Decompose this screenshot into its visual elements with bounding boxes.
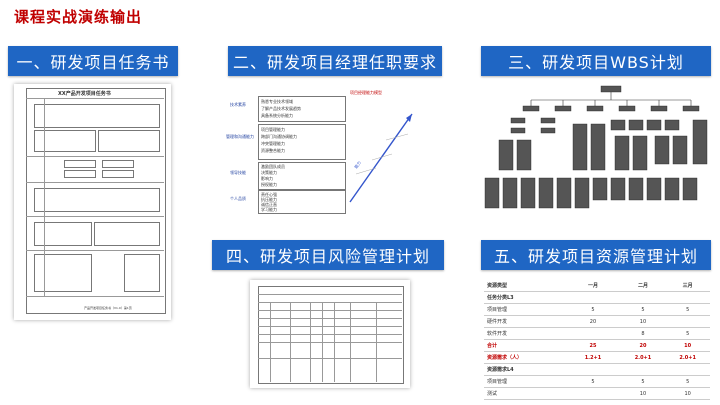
pm-growth-arrow-head — [406, 114, 412, 122]
pm-box-2: 项目管理能力 跨部门沟通协调能力 冲突管理能力 资源整合能力 — [258, 124, 346, 160]
resource-table-cell — [665, 363, 710, 376]
resource-table-cell: 资源需求（人） — [484, 351, 566, 364]
resource-table-cell: 质量 — [484, 399, 566, 400]
page-title: 课程实战演练输出 — [14, 8, 143, 26]
resource-table-cell — [565, 327, 621, 340]
resource-table-cell: 1.2+1 — [565, 351, 621, 364]
resource-table-row: 任务分类L3 — [484, 291, 710, 304]
resource-table-cell — [620, 291, 666, 304]
resource-table-cell: 10 — [620, 315, 666, 328]
resource-table-cell — [665, 315, 710, 328]
pm-growth-diagram — [349, 113, 413, 203]
resource-table-row: 质量51515 — [484, 399, 710, 400]
resource-table-cell: 10 — [620, 387, 666, 400]
resource-table-cell: 5 — [565, 399, 621, 400]
resource-table-cell: 2.0+1 — [620, 351, 666, 364]
resource-table-cell: 25 — [565, 339, 621, 352]
task-document-thumbnail: XX产品开发项目任务书 产品开发项目任务书（V1.0）第1页 — [14, 84, 171, 320]
resource-table-cell: 合计 — [484, 339, 566, 352]
section-banner-wbs: 三、研发项目WBS计划 — [481, 46, 711, 76]
resource-table-cell: 任务分类L3 — [484, 291, 566, 304]
resource-table-cell — [620, 363, 666, 376]
resource-table-cell: 软件开发 — [484, 327, 566, 340]
resource-table-cell: 5 — [665, 327, 710, 340]
resource-table-cell: 10 — [665, 339, 710, 352]
pm-category-4: 个人品质 — [230, 196, 246, 201]
task-doc-footer: 产品开发项目任务书（V1.0）第1页 — [84, 306, 132, 310]
pm-category-3: 领导技能 — [230, 170, 246, 175]
resource-table-row: 资源需求L4 — [484, 363, 710, 376]
section-banner-risk: 四、研发项目风险管理计划 — [212, 240, 444, 270]
task-doc-title: XX产品开发项目任务书 — [58, 91, 111, 97]
resource-table-cell: 2.0+1 — [665, 351, 710, 364]
pm-top-note: 项目经理能力模型 — [350, 90, 382, 95]
resource-table-cell: 硬件开发 — [484, 315, 566, 328]
pm-category-2: 管理和沟通能力 — [226, 134, 254, 139]
resource-table-cell — [665, 291, 710, 304]
pm-box-4: 责任心强 抗压能力 诚信正直 学习能力 — [258, 190, 346, 214]
resource-table-cell: 5 — [620, 303, 666, 316]
resource-table-cell: 资源需求L4 — [484, 363, 566, 376]
resource-table-cell — [565, 363, 621, 376]
resource-table-cell: 项目管理 — [484, 303, 566, 316]
pm-requirements-thumbnail: 技术素养 管理和沟通能力 领导技能 个人品质 熟悉专业技术领域 了解产品技术发展… — [222, 84, 442, 214]
resource-table-cell: 20 — [620, 339, 666, 352]
resource-table-cell: 5 — [565, 375, 621, 388]
resource-table-cell: 10 — [665, 387, 710, 400]
wbs-tree — [484, 85, 708, 209]
resource-table-cell — [565, 387, 621, 400]
resource-table-cell — [565, 291, 621, 304]
task-doc-frame — [26, 88, 166, 314]
section-banner-pm-requirements: 二、研发项目经理任职要求 — [228, 46, 442, 76]
resource-table-cell: 5 — [565, 303, 621, 316]
resource-table-cell: 15 — [665, 399, 710, 400]
risk-plan-thumbnail — [250, 280, 410, 388]
resource-table-header: 资源类型 一月 二月 三月 — [484, 280, 710, 292]
resource-table-cell: 20 — [565, 315, 621, 328]
resource-table-cell: 5 — [620, 375, 666, 388]
pm-growth-arrow — [349, 113, 413, 203]
resource-table-cell: 测试 — [484, 387, 566, 400]
pm-category-1: 技术素养 — [230, 102, 246, 107]
resource-table-cell: 5 — [665, 303, 710, 316]
section-banner-resource: 五、研发项目资源管理计划 — [481, 240, 711, 270]
pm-box-1: 熟悉专业技术领域 了解产品技术发展趋势 具备系统分析能力 — [258, 96, 346, 122]
section-banner-task-doc: 一、研发项目任务书 — [8, 46, 178, 76]
resource-table-cell: 项目管理 — [484, 375, 566, 388]
pm-box-3: 激励团队成员 决策能力 影响力 授权能力 — [258, 162, 346, 190]
resource-table-cell: 15 — [620, 399, 666, 400]
risk-table-frame — [258, 286, 404, 384]
resource-table-cell: 5 — [665, 375, 710, 388]
wbs-thumbnail — [481, 84, 711, 218]
resource-table-cell: 8 — [620, 327, 666, 340]
